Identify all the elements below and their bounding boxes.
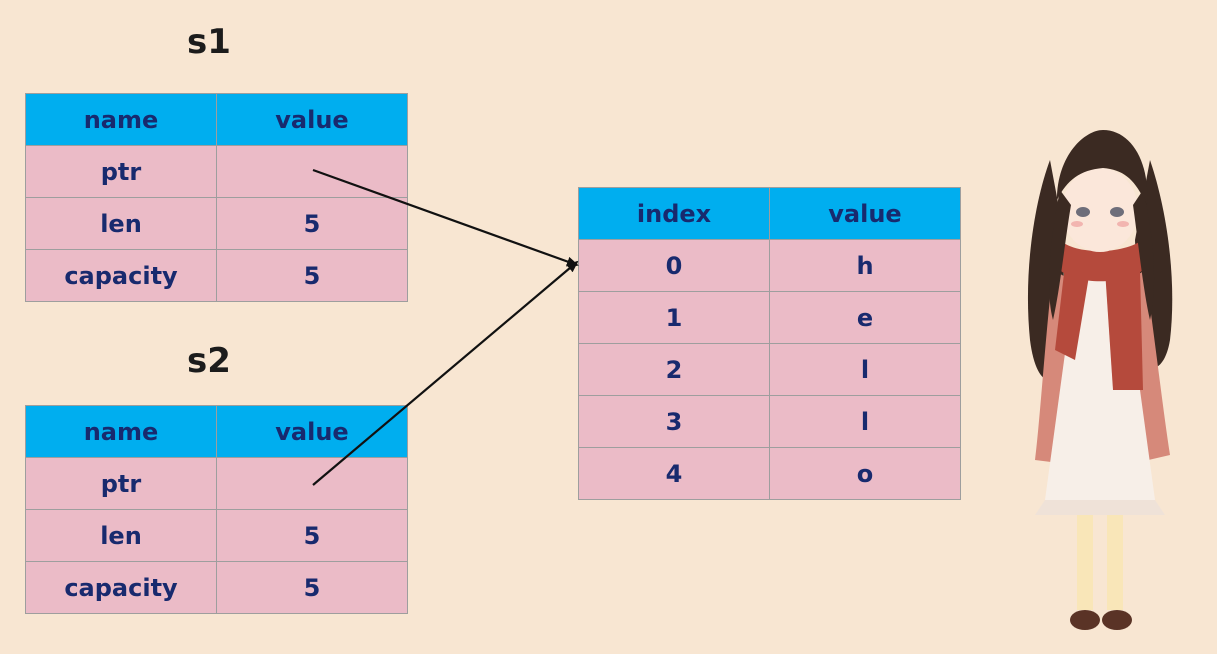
s1-ptr-name: ptr [25,145,217,198]
s1-row-len: len 5 [25,197,408,250]
s1-len-value: 5 [216,197,408,250]
heap-index: 3 [578,395,770,448]
s2-capacity-name: capacity [25,561,217,614]
s2-ptr-value [216,457,408,510]
s1-ptr-value [216,145,408,198]
s1-header-value: value [216,93,408,146]
heap-value: l [769,343,961,396]
s1-capacity-value: 5 [216,249,408,302]
s1-header-row: name value [25,93,408,146]
heap-value: h [769,239,961,292]
anime-girl-illustration [1027,130,1173,630]
s1-header-name: name [25,93,217,146]
s2-row-len: len 5 [25,509,408,562]
s2-header-name: name [25,405,217,458]
s2-len-name: len [25,509,217,562]
s2-capacity-value: 5 [216,561,408,614]
heap-header-index: index [578,187,770,240]
s2-row-ptr: ptr [25,457,408,510]
heap-row: 3 l [578,395,961,448]
s1-row-ptr: ptr [25,145,408,198]
heap-index: 2 [578,343,770,396]
heap-header-row: index value [578,187,961,240]
heap-index: 1 [578,291,770,344]
s1-capacity-name: capacity [25,249,217,302]
heap-header-value: value [769,187,961,240]
s1-len-name: len [25,197,217,250]
s2-header-row: name value [25,405,408,458]
heap-row: 2 l [578,343,961,396]
s2-label: s2 [187,341,231,381]
heap-row: 4 o [578,447,961,500]
heap-table: index value 0 h 1 e 2 l 3 l 4 o [578,187,961,500]
s2-table: name value ptr len 5 capacity 5 [25,405,408,614]
s2-header-value: value [216,405,408,458]
heap-value: l [769,395,961,448]
s2-len-value: 5 [216,509,408,562]
heap-index: 4 [578,447,770,500]
heap-row: 0 h [578,239,961,292]
s2-ptr-name: ptr [25,457,217,510]
s1-label: s1 [187,22,231,62]
heap-value: o [769,447,961,500]
s1-row-capacity: capacity 5 [25,249,408,302]
s1-table: name value ptr len 5 capacity 5 [25,93,408,302]
heap-row: 1 e [578,291,961,344]
heap-index: 0 [578,239,770,292]
heap-value: e [769,291,961,344]
s2-row-capacity: capacity 5 [25,561,408,614]
